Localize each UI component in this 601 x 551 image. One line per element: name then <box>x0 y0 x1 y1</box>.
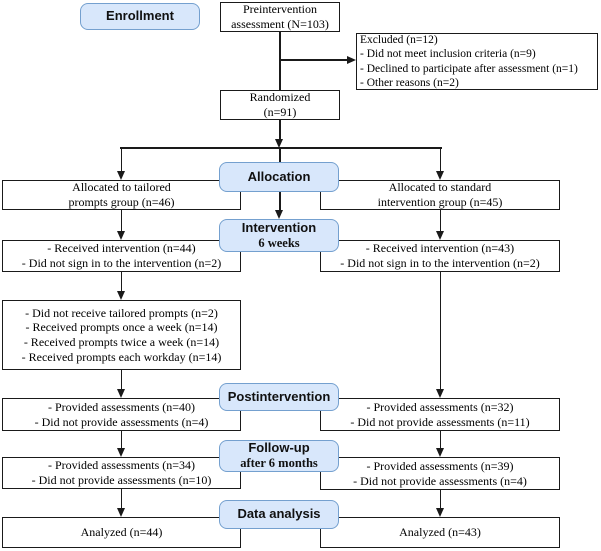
connector-right-followup-analyzed <box>439 490 441 509</box>
stage-intervention: Intervention 6 weeks <box>219 219 339 252</box>
right-post-line-1: - Provided assessments (n=32) <box>366 399 514 414</box>
excluded-line-4: - Other reasons (n=2) <box>360 76 459 89</box>
prompts-line-4: - Received prompts each workday (n=14) <box>21 349 222 364</box>
stage-followup-label: Follow-up <box>248 440 310 456</box>
arrowhead-left-analyzed <box>116 508 125 517</box>
connector-left-allocated-received <box>120 210 122 232</box>
left-allocated-line-1: Allocated to tailored <box>72 180 171 195</box>
stage-followup: Follow-up after 6 months <box>219 440 339 472</box>
prompts-line-3: - Received prompts twice a week (n=14) <box>23 335 220 349</box>
arrowhead-prompts <box>116 291 125 300</box>
connector-split-allocation <box>279 147 281 163</box>
right-followup-line-2: - Did not provide assessments (n=4) <box>353 473 527 488</box>
box-right-postintervention: - Provided assessments (n=32) - Did not … <box>320 398 560 431</box>
connector-branch-excluded <box>280 59 347 61</box>
connector-left-received-prompts <box>120 272 122 292</box>
connector-right-received-post <box>439 272 441 390</box>
connector-randomized-split <box>279 120 281 140</box>
arrowhead-right-post <box>435 389 444 398</box>
right-received-line-2: - Did not sign in to the intervention (n… <box>340 256 540 270</box>
randomized-line-2: (n=91) <box>263 105 297 119</box>
stage-enrollment: Enrollment <box>80 3 200 30</box>
connector-allocation-intervention <box>279 192 281 211</box>
box-left-prompts-detail: - Did not receive tailored prompts (n=2)… <box>2 300 241 370</box>
right-post-line-2: - Did not provide assessments (n=11) <box>350 414 530 429</box>
right-allocated-line-2: intervention group (n=45) <box>377 195 503 209</box>
box-excluded: Excluded (n=12) - Did not meet inclusion… <box>356 33 598 90</box>
left-allocated-line-2: prompts group (n=46) <box>68 195 175 209</box>
right-followup-line-1: - Provided assessments (n=39) <box>366 458 514 473</box>
arrowhead-left-received <box>116 231 125 240</box>
box-left-allocated: Allocated to tailored prompts group (n=4… <box>2 180 241 210</box>
arrowhead-left-post <box>116 389 125 398</box>
box-left-followup: - Provided assessments (n=34) - Did not … <box>2 457 241 489</box>
stage-enrollment-label: Enrollment <box>106 8 174 24</box>
connector-left-followup-analyzed <box>120 489 122 509</box>
box-randomized: Randomized (n=91) <box>220 90 340 120</box>
preintervention-line-2: assessment (N=103) <box>231 17 329 31</box>
box-right-followup: - Provided assessments (n=39) - Did not … <box>320 457 560 490</box>
left-post-line-2: - Did not provide assessments (n=4) <box>34 414 209 429</box>
arrowhead-excluded <box>347 55 356 64</box>
connector-right-allocated-received <box>439 210 441 232</box>
box-left-analyzed: Analyzed (n=44) <box>2 517 241 548</box>
arrowhead-split <box>274 139 283 148</box>
arrowhead-right-allocated <box>435 171 444 180</box>
randomized-line-1: Randomized <box>249 90 311 105</box>
box-preintervention-assessment: Preintervention assessment (N=103) <box>220 2 340 32</box>
left-followup-line-1: - Provided assessments (n=34) <box>47 458 196 473</box>
arrowhead-intervention <box>274 210 283 219</box>
excluded-line-2: - Did not meet inclusion criteria (n=9) <box>360 48 536 61</box>
left-followup-line-2: - Did not provide assessments (n=10) <box>31 473 212 487</box>
left-received-line-2: - Did not sign in to the intervention (n… <box>21 256 222 270</box>
left-analyzed-line-1: Analyzed (n=44) <box>80 525 163 540</box>
box-right-allocated: Allocated to standard intervention group… <box>320 180 560 210</box>
prompts-line-1: - Did not receive tailored prompts (n=2) <box>25 305 218 320</box>
stage-allocation-label: Allocation <box>247 168 311 184</box>
connector-left-post-followup <box>120 431 122 449</box>
right-received-line-1: - Received intervention (n=43) <box>365 241 515 256</box>
box-left-received-intervention: - Received intervention (n=44) - Did not… <box>2 240 241 272</box>
stage-data-analysis-label: Data analysis <box>237 506 321 522</box>
prompts-line-2: - Received prompts once a week (n=14) <box>25 320 218 335</box>
arrowhead-left-allocated <box>116 171 125 180</box>
preintervention-line-1: Preintervention <box>243 2 317 17</box>
connector-prompts-post <box>120 370 122 390</box>
left-post-line-1: - Provided assessments (n=40) <box>47 399 196 414</box>
connector-preintervention-randomized <box>279 32 281 90</box>
box-right-analyzed: Analyzed (n=43) <box>320 517 560 548</box>
connector-split-right <box>439 147 441 172</box>
arrowhead-right-analyzed <box>435 508 444 517</box>
stage-followup-duration: after 6 months <box>240 456 318 471</box>
stage-postintervention: Postintervention <box>219 383 339 411</box>
arrowhead-right-received <box>435 231 444 240</box>
box-left-postintervention: - Provided assessments (n=40) - Did not … <box>2 398 241 431</box>
connector-right-post-followup <box>439 431 441 449</box>
excluded-line-1: Excluded (n=12) <box>360 34 438 47</box>
connector-split-left <box>120 147 122 172</box>
arrowhead-right-followup <box>435 448 444 457</box>
excluded-line-3: - Declined to participate after assessme… <box>360 62 578 75</box>
arrowhead-left-followup <box>116 448 125 457</box>
stage-postintervention-label: Postintervention <box>227 388 331 404</box>
left-received-line-1: - Received intervention (n=44) <box>47 241 196 256</box>
stage-allocation: Allocation <box>219 162 339 192</box>
stage-intervention-label: Intervention <box>241 219 317 235</box>
box-right-received-intervention: - Received intervention (n=43) - Did not… <box>320 240 560 272</box>
stage-data-analysis: Data analysis <box>219 500 339 529</box>
stage-intervention-duration: 6 weeks <box>258 235 300 250</box>
right-analyzed-line-1: Analyzed (n=43) <box>399 525 481 540</box>
right-allocated-line-1: Allocated to standard <box>388 180 492 195</box>
